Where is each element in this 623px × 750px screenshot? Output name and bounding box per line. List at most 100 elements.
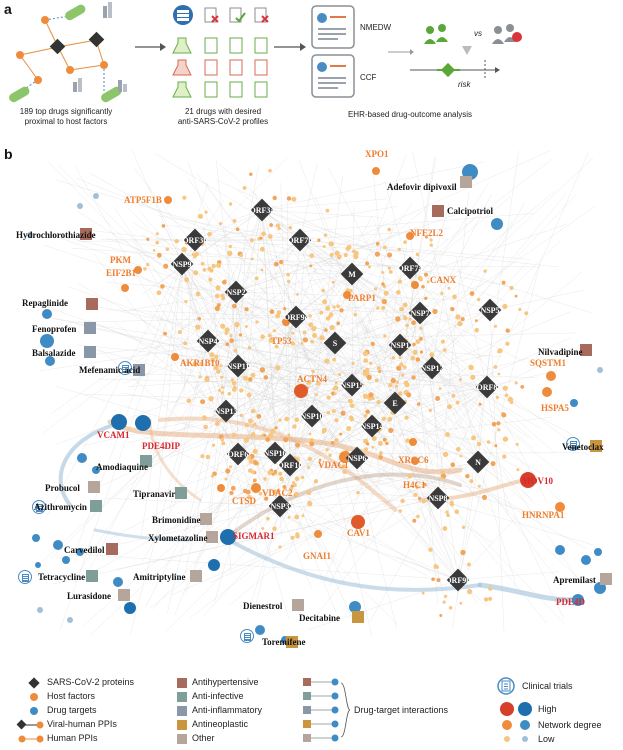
viral-protein-orf9b: ORF9b	[445, 568, 471, 592]
drug-label-brimonidine: Brimonidine	[152, 515, 201, 525]
legend-high-text: High	[538, 704, 557, 714]
drug-node	[286, 636, 298, 648]
legend-protein-text: SARS-CoV-2 proteins	[47, 677, 135, 687]
clinical-trial-icon	[566, 437, 580, 451]
drug-label-nilvadipine: Nilvadipine	[538, 347, 583, 357]
viral-protein-label: NSP5	[480, 306, 499, 315]
host-label-cav1: CAV1	[347, 528, 370, 538]
drug-node	[292, 599, 304, 611]
drug-label-azithromycin: Azithromycin	[34, 502, 87, 512]
viral-protein-label: NSP8	[428, 494, 447, 503]
drug-node	[206, 531, 218, 543]
host-label-akr1b10: AKR1B10	[180, 358, 220, 368]
legend-protein-marker	[28, 677, 40, 689]
drug-node	[84, 322, 96, 334]
viral-protein-label: NSP12	[420, 364, 443, 373]
arrow-a2	[274, 43, 306, 51]
drug-node	[118, 589, 130, 601]
drug-node	[90, 500, 102, 512]
caption-step-1: 189 top drugs significantly proximal to …	[2, 107, 130, 127]
viral-protein-label: NSP11	[227, 362, 250, 371]
drug-node	[590, 440, 602, 452]
drug-node	[86, 570, 98, 582]
legend-viral-ppi-text: Viral-human PPIs	[47, 719, 117, 729]
viral-protein-orf10: ORF10	[278, 453, 303, 477]
drug-node	[80, 228, 92, 240]
caption-step-3: EHR-based drug-outcome analysis	[347, 110, 473, 119]
panel-a-letter: a	[4, 1, 12, 17]
caption-step-1-line1: 189 top drugs significantly	[19, 107, 113, 116]
drug-node	[84, 346, 96, 358]
outcome-analysis	[388, 24, 522, 78]
drug-node	[460, 176, 472, 188]
legend-low-text: Low	[538, 734, 555, 744]
drug-label-toremifene: Toremifene	[262, 637, 306, 647]
drug-label-decitabine: Decitabine	[299, 613, 340, 623]
viral-protein-label: ORF7b	[287, 236, 313, 245]
drug-label-xylometazoline: Xylometazoline	[148, 533, 208, 543]
viral-protein-nsp6: NSP6	[345, 446, 369, 470]
viral-protein-label: NSP16	[263, 449, 286, 458]
nmedw-label: NMEDW	[360, 23, 392, 32]
viral-protein-nsp8: NSP8	[426, 486, 450, 510]
drug-label-balsalazide: Balsalazide	[32, 348, 76, 358]
viral-protein-label: ORF7a	[398, 264, 423, 273]
host-label-parp1: PARP1	[348, 293, 376, 303]
viral-protein-label: ORF3b	[182, 236, 208, 245]
viral-protein-nsp16: NSP16	[263, 441, 287, 465]
host-label-xrcc6: XRCC6	[398, 455, 429, 465]
drug-label-venetoclax: Venetoclax	[562, 442, 604, 452]
viral-protein-label: NSP2	[226, 288, 245, 297]
host-label-nfe2l2: NFE2L2	[410, 228, 444, 238]
drug-label-tipranavir: Tipranavir	[133, 489, 176, 499]
viral-protein-nsp3: NSP3	[268, 494, 292, 518]
legend-human-ppi-marker	[18, 735, 44, 743]
host-label-tp53: TP53	[271, 336, 292, 346]
drug-label-probucol: Probucol	[45, 483, 80, 493]
drug-node	[175, 487, 187, 499]
clinical-trial-icon	[118, 361, 132, 375]
legend-viral-ppi-marker	[16, 719, 44, 730]
viral-protein-label: NSP7	[410, 309, 429, 318]
legend-other-text: Other	[192, 733, 215, 743]
host-label-ctsd: CTSD	[232, 496, 257, 506]
viral-protein-label: N	[475, 458, 481, 467]
host-label-vdac1: VDAC1	[318, 460, 349, 470]
drug-label-lurasidone: Lurasidone	[67, 591, 112, 601]
host-label-h4c1: H4C1	[403, 480, 426, 490]
target-label-vcam1: VCAM1	[97, 430, 130, 440]
host-label-hnrnpa1: HNRNPA1	[522, 510, 565, 520]
host-label-vdac2: VDAC2	[262, 488, 293, 498]
panel-b-letter: b	[4, 146, 13, 162]
drug-node	[352, 611, 364, 623]
target-label-mov10: MOV10	[522, 476, 553, 486]
screening-grid	[172, 5, 269, 98]
target-label-pde4dip: PDE4DIP	[142, 441, 180, 451]
legend-anti-inflammatory-swatch	[177, 706, 187, 716]
host-label-hspa5: HSPA5	[541, 403, 569, 413]
host-label-xpo1: XPO1	[365, 149, 389, 159]
drug-label-carvedilol: Carvedilol	[64, 545, 105, 555]
viral-protein-nsp10: NSP10	[300, 404, 324, 428]
viral-protein-label: ORF6	[228, 450, 249, 459]
vs-label: vs	[474, 29, 482, 38]
drug-label-dienestrol: Dienestrol	[243, 601, 283, 611]
edge-web	[39, 150, 596, 636]
legend-anti-infective-text: Anti-infective	[192, 691, 244, 701]
viral-protein-orf3b: ORF3b	[182, 228, 208, 252]
viral-protein-label: M	[348, 270, 356, 279]
risk-label: risk	[458, 80, 471, 89]
drug-node	[200, 513, 212, 525]
drug-label-fenoprofen: Fenoprofen	[32, 324, 77, 334]
ehr-records	[311, 5, 355, 98]
host-label-atp5f1b: ATP5F1B	[124, 195, 162, 205]
host-label-actn4: ACTN4	[297, 374, 328, 384]
legend-degree-markers	[500, 702, 532, 742]
drug-label-tetracycline: Tetracycline	[38, 572, 86, 582]
viral-protein-label: NSP15	[340, 381, 363, 390]
viral-protein-label: NSP9	[172, 260, 191, 269]
viral-protein-label: ORF10	[278, 461, 303, 470]
legend-human-ppi-text: Human PPIs	[47, 733, 98, 743]
legend-anti-infective-swatch	[177, 692, 187, 702]
